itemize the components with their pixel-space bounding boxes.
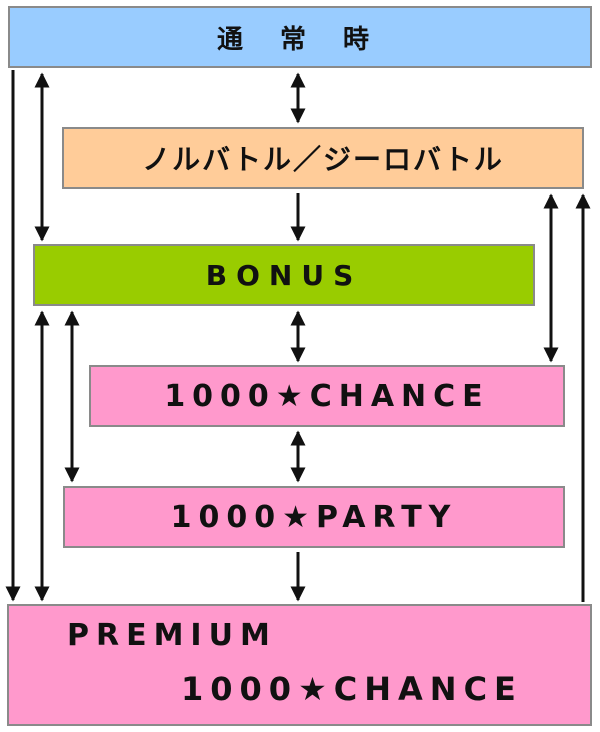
state-chance-label: 1000★CHANCE — [164, 378, 490, 414]
state-party-box: 1000★PARTY — [63, 486, 565, 548]
state-chance-box: 1000★CHANCE — [89, 365, 565, 427]
state-bonus-box: BONUS — [33, 244, 535, 306]
state-party-label: 1000★PARTY — [170, 499, 458, 535]
state-normal-label: 通 常 時 — [216, 24, 384, 55]
state-normal-box: 通 常 時 — [8, 6, 592, 68]
state-premium-label-line2: 1000★CHANCE — [181, 670, 523, 708]
state-premium-box: PREMIUM 1000★CHANCE — [7, 604, 592, 726]
state-battle-label: ノルバトル／ジーロバトル — [142, 143, 504, 176]
state-battle-box: ノルバトル／ジーロバトル — [62, 127, 584, 189]
state-bonus-label: BONUS — [205, 258, 363, 292]
state-premium-label-line1: PREMIUM — [67, 618, 277, 653]
